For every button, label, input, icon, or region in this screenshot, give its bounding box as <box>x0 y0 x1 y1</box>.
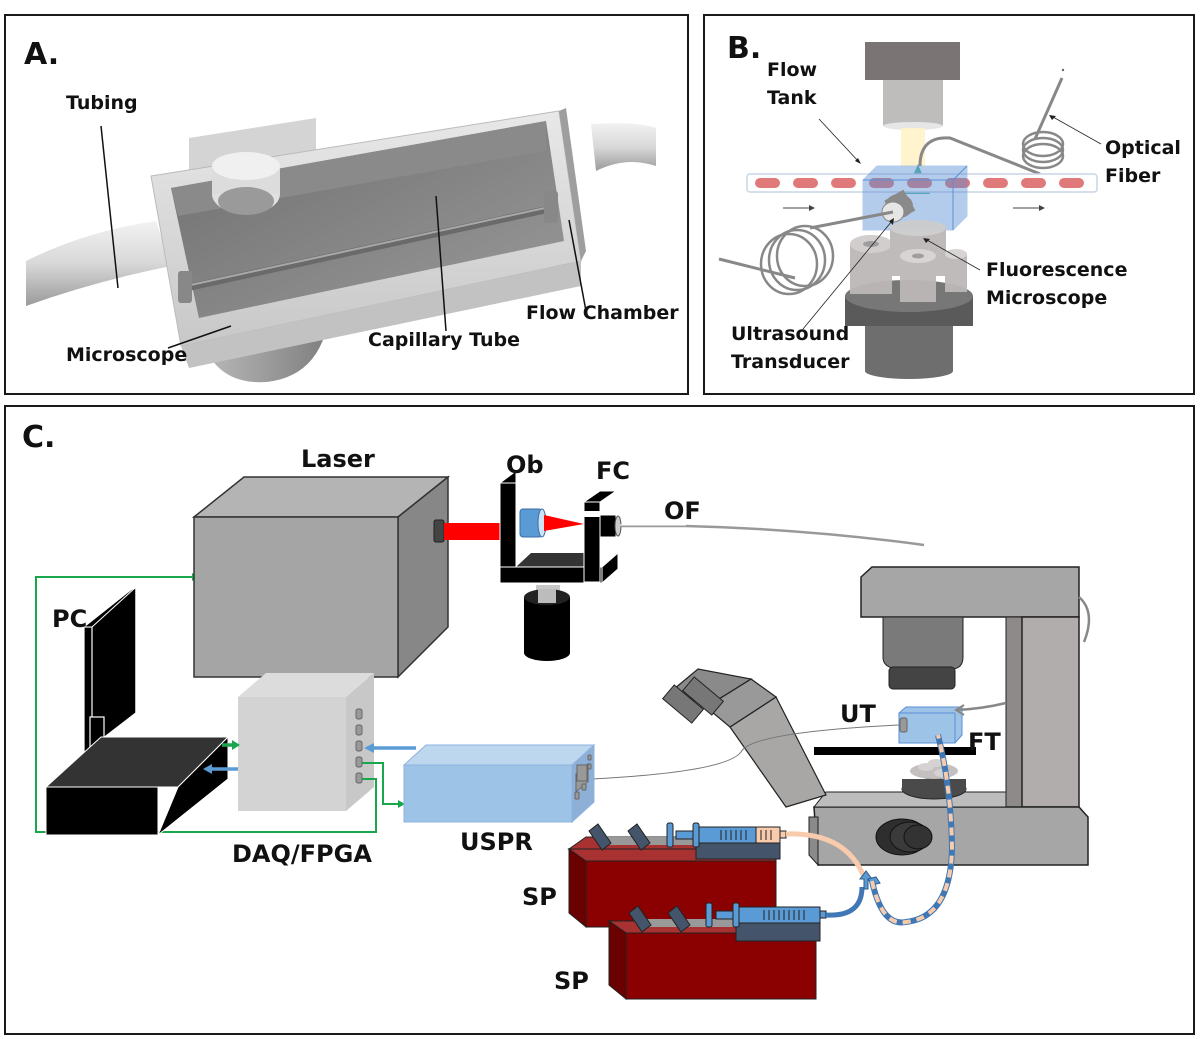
daq-port-3 <box>355 740 363 752</box>
label-microscope: Microscope <box>66 344 187 366</box>
panel-b-label: B. <box>727 31 761 66</box>
tubing-left <box>26 221 171 306</box>
daq-to-uspr-trigger <box>362 762 398 805</box>
label-sp-1: SP <box>522 883 557 911</box>
label-ultrasound-transducer-line2: Transducer <box>731 351 850 373</box>
label-laser: Laser <box>301 445 375 473</box>
label-fluorescence-microscope-line1: Fluorescence <box>986 259 1127 281</box>
label-flow-chamber: Flow Chamber <box>526 302 679 324</box>
signal-line-daq-to-laser <box>35 576 377 833</box>
y-connector <box>859 870 881 890</box>
ultrasound-transducer-ut <box>899 717 908 733</box>
panel-c-system-schematic: C. Laser Ob FC OF PC DAQ/FPGA USPR UT FT… <box>4 405 1195 1035</box>
label-ob: Ob <box>506 451 544 479</box>
panel-a-label: A. <box>24 37 59 72</box>
label-fluorescence-microscope-line2: Microscope <box>986 287 1107 309</box>
inverted-microscope <box>661 566 1091 867</box>
tubing-peach <box>785 831 867 878</box>
flow-tank-ft <box>898 706 963 744</box>
label-daq-fpga: DAQ/FPGA <box>232 840 372 868</box>
objective-top <box>865 42 960 80</box>
objective-mount <box>499 470 622 661</box>
label-tubing: Tubing <box>66 92 138 114</box>
daq-port-1 <box>355 708 363 720</box>
daq-port-4 <box>355 756 363 768</box>
optical-fiber-cable <box>620 524 925 547</box>
fluorescence-microscope-turret <box>850 220 967 302</box>
uspr-pulser-receiver <box>402 743 596 824</box>
daq-port-2 <box>355 724 363 736</box>
label-optical-fiber-line2: Fiber <box>1105 165 1161 187</box>
panel-b-imaging-setup: B. Flow Tank Optical Fiber Fluorescence … <box>703 14 1195 395</box>
panel-c-label: C. <box>22 420 55 455</box>
label-pc: PC <box>52 605 87 633</box>
tubing-blue <box>825 886 865 918</box>
label-ut: UT <box>840 700 876 728</box>
pc-computer <box>44 585 230 836</box>
label-flow-tank-line2: Tank <box>767 87 817 109</box>
label-uspr: USPR <box>460 828 533 856</box>
tubing-right <box>591 123 656 171</box>
microscope-stage <box>814 747 976 755</box>
label-fc: FC <box>596 457 630 485</box>
label-capillary-tube: Capillary Tube <box>368 329 520 351</box>
laser-beam <box>444 523 500 540</box>
panel-a-flow-chamber-render: A. Tubing Microscope Capillary Tube Flow… <box>4 14 689 395</box>
tubing-mixed-dashed <box>869 734 956 926</box>
daq-port-5 <box>355 772 363 784</box>
label-sp-2: SP <box>554 967 589 995</box>
label-of: OF <box>664 497 701 525</box>
label-flow-tank-line1: Flow <box>767 59 817 81</box>
label-ultrasound-transducer-line1: Ultrasound <box>731 323 849 345</box>
capillary-tube <box>182 204 558 292</box>
label-optical-fiber-line1: Optical <box>1105 137 1181 159</box>
daq-fpga-unit <box>238 673 374 811</box>
label-ft: FT <box>968 728 1001 756</box>
focused-beam <box>544 515 584 531</box>
optical-fiber <box>918 136 1041 176</box>
syringe-pump-2 <box>607 902 827 1001</box>
uspr-cable <box>591 724 900 780</box>
laser-unit <box>191 475 451 679</box>
fiber-to-ft-arrow <box>955 701 1007 712</box>
